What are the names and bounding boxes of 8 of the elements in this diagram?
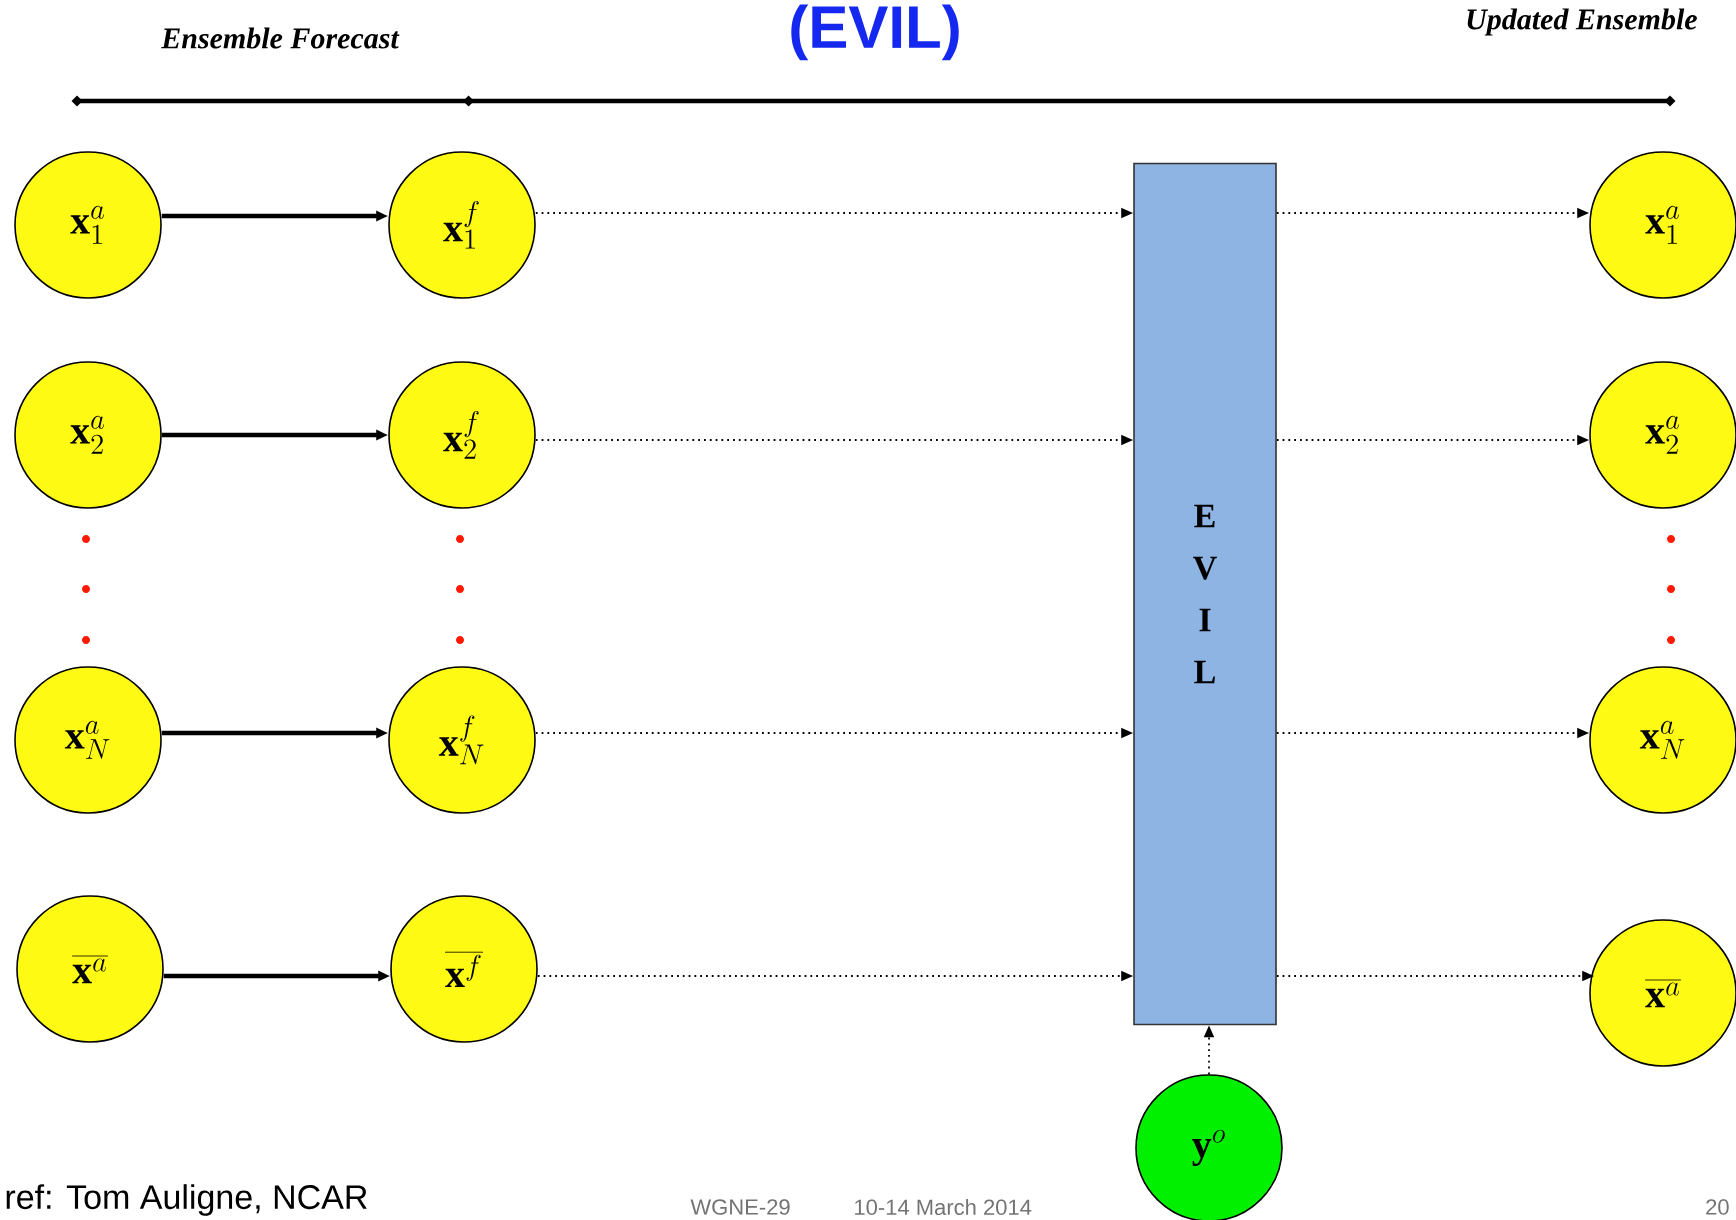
footer-text: 10-14 March 2014 [855, 1198, 1032, 1216]
section-heading: Updated Ensemble [1467, 8, 1697, 36]
page-number: 20 [1706, 1199, 1729, 1215]
section-heading: Ensemble Forecast [161, 27, 400, 49]
reference-note: ref: Tom Auligne, NCAR [6, 1184, 367, 1216]
footer-text: WGNE-29 [690, 1199, 790, 1215]
title: (EVIL) [791, 4, 959, 61]
process-box: E V I L [1133, 162, 1277, 1026]
